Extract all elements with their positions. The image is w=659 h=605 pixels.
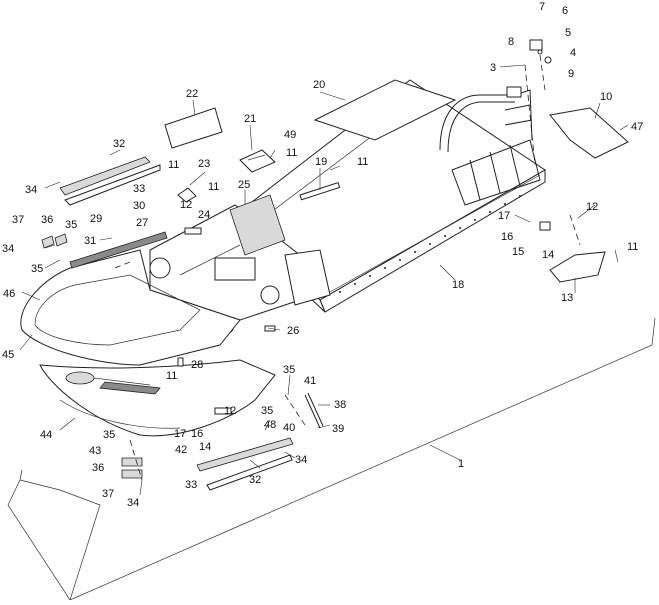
callout-31: 31 (84, 235, 96, 247)
callout-16-a: 16 (501, 231, 513, 243)
callout-17-b: 17 (174, 428, 186, 440)
callout-11-d: 11 (208, 181, 219, 193)
callout-11-a: 11 (286, 147, 297, 159)
callout-12-a: 12 (180, 199, 192, 211)
callout-27: 27 (136, 217, 148, 229)
callout-22: 22 (186, 88, 198, 100)
callout-35-b: 35 (31, 263, 43, 275)
callout-15: 15 (512, 246, 524, 258)
callout-34-d: 34 (127, 497, 139, 509)
callout-11-e: 11 (627, 241, 638, 253)
callout-34-b: 34 (2, 243, 14, 255)
callout-4: 4 (570, 47, 576, 59)
callout-30: 30 (133, 200, 145, 212)
callout-11-f: 11 (166, 370, 177, 382)
leader-lines (19, 64, 629, 496)
callout-26: 26 (287, 325, 299, 337)
rear-flap-13 (549, 251, 606, 283)
callout-44: 44 (40, 429, 52, 441)
callout-11-c: 11 (168, 159, 179, 171)
callout-9: 9 (568, 68, 574, 80)
bracket-23 (177, 187, 197, 203)
callout-19: 19 (315, 156, 327, 168)
callout-8: 8 (508, 36, 514, 48)
callout-35-c: 35 (283, 364, 295, 376)
callout-12-b: 12 (586, 201, 598, 213)
callout-28: 28 (191, 359, 203, 371)
callout-3: 3 (490, 62, 496, 74)
callout-20: 20 (313, 79, 325, 91)
callout-17-a: 17 (498, 210, 510, 222)
running-board-right (196, 437, 294, 491)
callout-47: 47 (631, 121, 643, 133)
assembly-outline (7, 317, 656, 601)
callout-23: 23 (198, 158, 210, 170)
callout-5: 5 (565, 27, 571, 39)
callout-38: 38 (334, 399, 346, 411)
callout-29: 29 (90, 213, 102, 225)
callout-42: 42 (175, 444, 187, 456)
callout-32-a: 32 (113, 138, 125, 150)
callout-37-a: 37 (12, 214, 24, 226)
callout-33-b: 33 (185, 479, 197, 491)
running-board-left (59, 156, 161, 206)
callout-14-b: 14 (199, 441, 211, 453)
decal-22 (164, 107, 223, 149)
reference-lines (114, 54, 581, 481)
callouts: 1 3 7 6 8 5 4 9 10 47 20 22 21 49 11 19 … (2, 1, 643, 509)
callout-45: 45 (2, 349, 14, 361)
decal-20 (313, 79, 457, 141)
callout-46: 46 (3, 288, 15, 300)
rivet-row (339, 195, 521, 293)
callout-10: 10 (600, 91, 612, 103)
callout-16-b: 16 (191, 428, 203, 440)
callout-49: 49 (284, 129, 296, 141)
callout-43: 43 (89, 445, 101, 457)
callout-33-a: 33 (133, 183, 145, 195)
callout-6: 6 (562, 5, 568, 17)
callout-24: 24 (198, 209, 210, 221)
callout-35-a: 35 (65, 219, 77, 231)
vent-21 (239, 149, 276, 173)
callout-11-b: 11 (357, 156, 368, 168)
callout-41: 41 (304, 375, 316, 387)
rear-rack (439, 86, 541, 206)
callout-36-b: 36 (92, 462, 104, 474)
callout-34-a: 34 (25, 184, 37, 196)
callout-14-a: 14 (542, 249, 554, 261)
callout-35-e: 35 (103, 429, 115, 441)
callout-32-b: 32 (249, 474, 261, 486)
callout-12-c: 12 (224, 405, 236, 417)
callout-39: 39 (332, 423, 344, 435)
callout-7: 7 (539, 1, 545, 13)
callout-18: 18 (452, 279, 464, 291)
callout-36-a: 36 (41, 214, 53, 226)
callout-25: 25 (238, 179, 250, 191)
callout-35-d: 35 (261, 405, 273, 417)
callout-21: 21 (244, 113, 256, 125)
rear-flap-10 (549, 107, 629, 159)
callout-48: 48 (264, 419, 276, 431)
callout-37-b: 37 (102, 488, 114, 500)
nose-pan (20, 249, 276, 437)
side-trim (41, 231, 168, 479)
callout-34-c: 34 (295, 454, 307, 466)
callout-40: 40 (283, 422, 295, 434)
callout-1: 1 (458, 458, 464, 470)
callout-13: 13 (561, 292, 573, 304)
